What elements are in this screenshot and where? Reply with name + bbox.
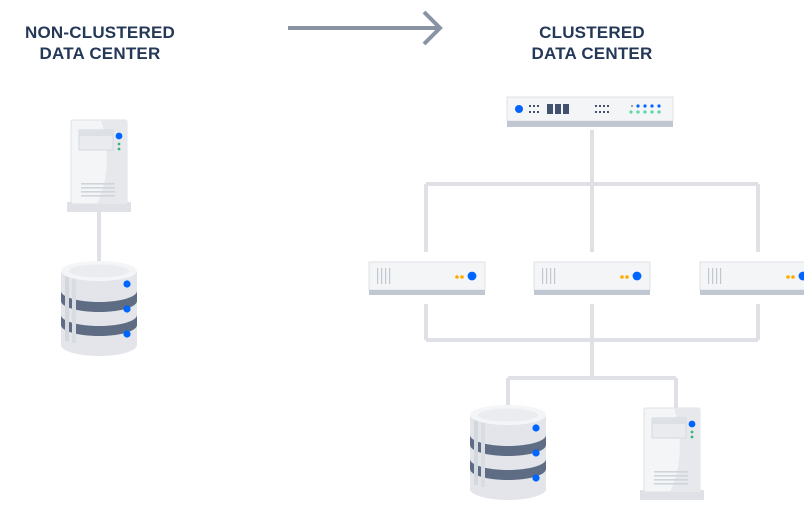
rack-server-icon (533, 261, 651, 296)
clustered-title-line1: CLUSTERED (539, 23, 645, 42)
non-clustered-title-line1: NON-CLUSTERED (25, 23, 175, 42)
rack-server-icon (368, 261, 486, 296)
non-clustered-title-line2: DATA CENTER (39, 44, 161, 63)
cluster-connectors (424, 130, 760, 410)
network-switch-icon (506, 96, 674, 127)
arrow-right-icon (288, 10, 443, 46)
non-clustered-title: NON-CLUSTERED DATA CENTER (0, 22, 200, 64)
rack-server-icon (699, 261, 804, 296)
tower-server-icon (639, 407, 705, 501)
database-icon (61, 261, 137, 356)
database-icon (470, 405, 546, 500)
tower-server-icon (66, 119, 132, 213)
clustered-title: CLUSTERED DATA CENTER (497, 22, 687, 64)
clustered-title-line2: DATA CENTER (531, 44, 653, 63)
